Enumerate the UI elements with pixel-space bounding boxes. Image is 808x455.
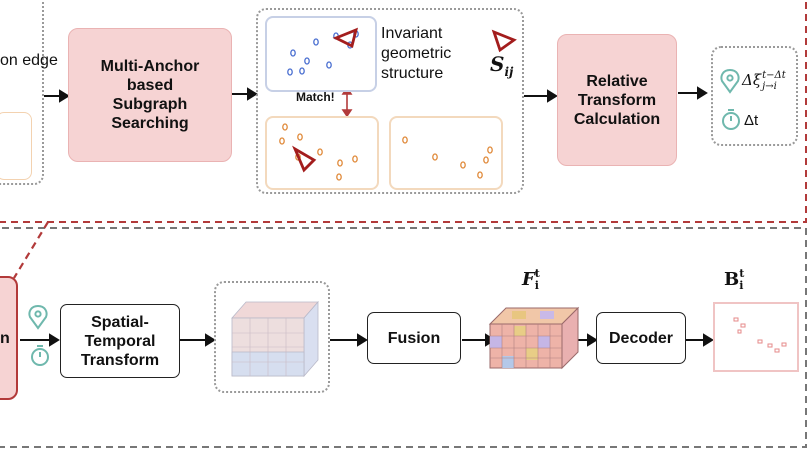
anchor-graph-box: [265, 16, 377, 92]
spatial-temporal-label: Spatial-Temporal Transform: [80, 313, 160, 369]
invariant-structure-label: Invariant geometric structure: [381, 25, 452, 82]
fusion-box: Fusion: [367, 312, 461, 364]
location-pin-icon: [720, 68, 740, 94]
output-map-box: [713, 302, 799, 372]
f-sub: i: [534, 279, 539, 292]
f-main: F: [522, 269, 535, 290]
triangle-icon: [292, 27, 517, 173]
left-partial-thumbnail: [0, 112, 32, 180]
matching-panel: [256, 8, 524, 194]
sij-sub: ij: [504, 65, 514, 79]
match-label: Match!: [296, 90, 335, 104]
decoder-label: Decoder: [608, 329, 674, 347]
b-sub: i: [739, 279, 744, 292]
b-main: B: [724, 269, 740, 290]
edge-label-partial: on edge: [0, 52, 58, 69]
candidate-graph-box-2: [389, 116, 503, 190]
partial-left-label: n: [0, 330, 10, 347]
tensor-cube: [231, 300, 319, 378]
transform-output-panel: [711, 46, 798, 146]
tensor-panel: [214, 281, 330, 393]
stopwatch-icon: [722, 109, 740, 130]
decoder-box: Decoder: [596, 312, 686, 364]
delta-xi-main: Δξ: [742, 71, 762, 89]
partial-left-box: [0, 276, 18, 400]
left-edge-panel: [0, 0, 44, 185]
delta-t-label: Δt: [744, 112, 759, 129]
connector-diagonal: [13, 221, 49, 279]
sij-main: S: [490, 52, 505, 76]
bottom-region-frame: [0, 227, 807, 448]
subgraph-search-box: Multi-Anchor based Subgraph Searching: [68, 28, 232, 162]
b-sup: t: [739, 267, 745, 280]
f-sup: t: [534, 267, 540, 280]
subgraph-search-label: Multi-Anchor based Subgraph Searching: [100, 58, 200, 132]
delta-xi-sub: j→i: [762, 81, 777, 92]
top-region-frame: [0, 0, 807, 223]
stopwatch-icon: [31, 345, 49, 366]
delta-xi-sup: t−Δt: [762, 70, 786, 81]
location-pin-icon: [28, 304, 48, 330]
fused-cube: [488, 306, 580, 370]
relative-transform-box: Relative Transform Calculation: [557, 34, 677, 166]
fusion-label: Fusion: [387, 329, 441, 347]
spatial-temporal-box: Spatial-Temporal Transform: [60, 304, 180, 378]
relative-transform-label: Relative Transform Calculation: [573, 72, 661, 128]
candidate-graph-box-1: [265, 116, 379, 190]
sij-label: Sij: [490, 52, 513, 79]
